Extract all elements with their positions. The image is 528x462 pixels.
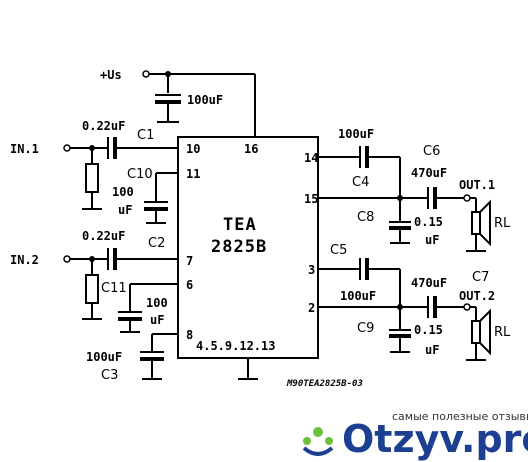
c10-value: 100 <box>112 185 134 199</box>
c1-value: 0.22uF <box>82 119 125 133</box>
c8-value: 0.15 <box>414 215 443 229</box>
watermark-tagline: самые полезные отзывы <box>392 410 528 423</box>
c4-value: 100uF <box>338 127 374 141</box>
out-2-terminal <box>463 303 471 311</box>
pin-14-label: 14 <box>304 151 318 165</box>
input-1-stage: IN.1 0.22uF C1 C10 100 uF <box>10 119 178 224</box>
c1-name: C1 <box>137 128 154 143</box>
input-2-terminal <box>63 255 71 263</box>
load-2-label: RL <box>494 325 511 340</box>
input-2-stage: IN.2 0.22uF C2 C11 100 uF 100uF C3 <box>10 229 178 383</box>
ic-tea2825b: TEA 2825B 10 16 11 14 15 7 6 8 3 2 4.5.9… <box>177 136 319 380</box>
c11-value: 100 <box>146 296 168 310</box>
c8-unit: uF <box>425 233 439 247</box>
out-1-label: OUT.1 <box>459 178 495 192</box>
chip-name-line1: TEA <box>223 215 257 235</box>
load-1-label: RL <box>494 216 511 231</box>
speaker-2-icon <box>471 308 491 356</box>
c7-value: 470uF <box>411 276 447 290</box>
c10-name: C10 <box>127 167 153 182</box>
input-1-label: IN.1 <box>10 142 39 156</box>
supply-label: +Us <box>100 68 122 82</box>
pin-16-label: 16 <box>244 142 258 156</box>
c6-value: 470uF <box>411 166 447 180</box>
c3-value: 100uF <box>86 350 122 364</box>
pin-3-label: 3 <box>308 263 315 277</box>
ground-pins-label: 4.5.9.12.13 <box>196 339 275 353</box>
input-2-label: IN.2 <box>10 253 39 267</box>
c6-name: C6 <box>423 144 440 159</box>
pin-2-label: 2 <box>308 301 315 315</box>
c2-name: C2 <box>148 236 165 251</box>
pin-6-label: 6 <box>186 278 193 292</box>
input-1-terminal <box>63 144 71 152</box>
c11-unit: uF <box>150 313 164 327</box>
c8-name: C8 <box>357 210 374 225</box>
supply-rail: +Us 100uF <box>100 68 256 137</box>
supply-terminal <box>142 70 150 78</box>
c7-name: C7 <box>472 270 489 285</box>
pin-15-label: 15 <box>304 192 318 206</box>
otzyv-logo-icon <box>302 427 334 456</box>
pin-11-label: 11 <box>186 167 200 181</box>
c4-name: C4 <box>352 175 369 190</box>
c9-name: C9 <box>357 321 374 336</box>
speaker-1-icon <box>471 199 491 247</box>
c5-name: C5 <box>330 243 347 258</box>
supply-cap-value: 100uF <box>187 93 223 107</box>
pin-10-label: 10 <box>186 142 200 156</box>
c9-value: 0.15 <box>414 323 443 337</box>
watermark-brand: Otzyv.pro <box>342 417 528 461</box>
c3-name: C3 <box>101 368 118 383</box>
out-2-label: OUT.2 <box>459 289 495 303</box>
c10-unit: uF <box>118 203 132 217</box>
chip-name-line2: 2825B <box>211 237 267 257</box>
out-1-terminal <box>463 194 471 202</box>
c11-name: C11 <box>101 281 127 296</box>
c5-value: 100uF <box>340 289 376 303</box>
output-1-stage: 100uF C4 C8 0.15 uF C6 470uF OUT.1 RL <box>318 127 511 252</box>
c2-value: 0.22uF <box>82 229 125 243</box>
drawing-reference: M90TEA2825B-03 <box>286 379 363 389</box>
c9-unit: uF <box>425 343 439 357</box>
pin-7-label: 7 <box>186 254 193 268</box>
pin-8-label: 8 <box>186 328 193 342</box>
watermark: самые полезные отзывы Otzyv.pro <box>290 404 528 462</box>
output-2-stage: C5 100uF C9 0.15 uF 470uF C7 OUT.2 RL <box>318 243 511 361</box>
